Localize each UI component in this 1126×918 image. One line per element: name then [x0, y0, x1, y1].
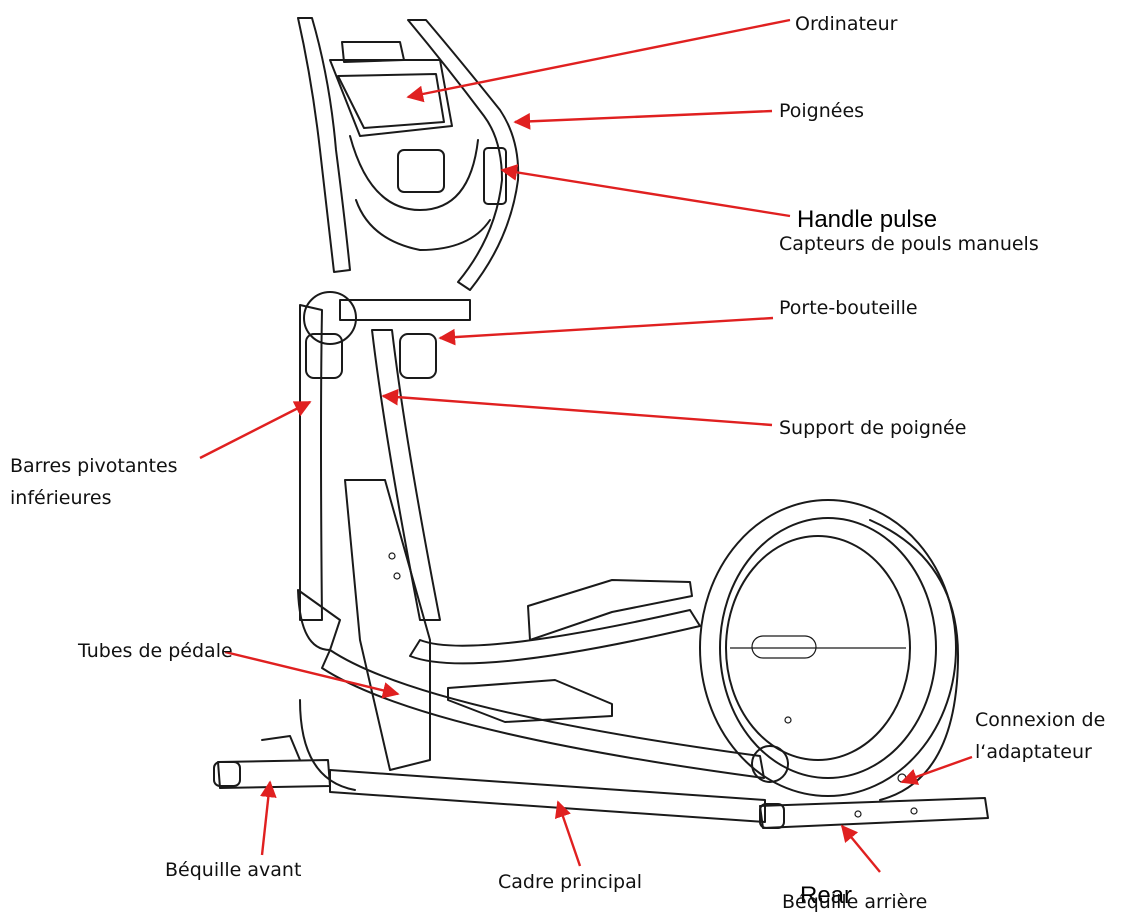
label-bottle-holder: Porte-bouteille — [779, 297, 918, 319]
arrow-handles — [513, 109, 773, 130]
arrow-rear-stabilizer — [840, 824, 881, 873]
label-rear-en: Rear — [800, 882, 853, 909]
console-part — [329, 41, 507, 211]
arrow-bottle-holder — [438, 316, 774, 346]
label-handles: Poignées — [779, 100, 865, 122]
label-handle-pulse-fr: Capteurs de pouls manuels — [779, 233, 1039, 255]
label-main-frame: Cadre principal — [498, 871, 642, 893]
label-computer: Ordinateur — [795, 13, 898, 35]
arrow-adapter-connection — [900, 755, 973, 785]
label-adapter-connection: Connexion de l‘adaptateur — [975, 709, 1106, 763]
main-frame-part — [299, 699, 766, 823]
label-handle-pulse-en: Handle pulse — [797, 206, 938, 233]
arrow-computer — [406, 18, 791, 103]
arrow-handle-pulse — [500, 164, 791, 218]
pedals-part — [447, 579, 693, 723]
pedal-tubes-part — [321, 609, 789, 783]
arrow-lower-pivot-bars — [199, 400, 312, 460]
arrow-front-stabilizer — [260, 780, 277, 856]
label-lower-pivot-bars: Barres pivotantes inférieures — [10, 455, 178, 509]
arrow-main-frame — [554, 800, 582, 867]
arrow-pedal-tubes — [224, 650, 400, 699]
label-front-stabilizer: Béquille avant — [165, 859, 302, 881]
flywheel-part — [699, 499, 960, 801]
label-rear-stabilizer: Béquille arrière — [782, 891, 928, 913]
handles-part — [297, 17, 520, 345]
rear-stabilizer-part — [759, 797, 989, 829]
callout-arrows — [199, 18, 973, 873]
arrow-handle-support — [381, 388, 773, 427]
mast-part — [339, 299, 471, 771]
label-handle-support: Support de poignée — [779, 417, 967, 439]
label-pedal-tubes: Tubes de pédale — [78, 640, 233, 662]
